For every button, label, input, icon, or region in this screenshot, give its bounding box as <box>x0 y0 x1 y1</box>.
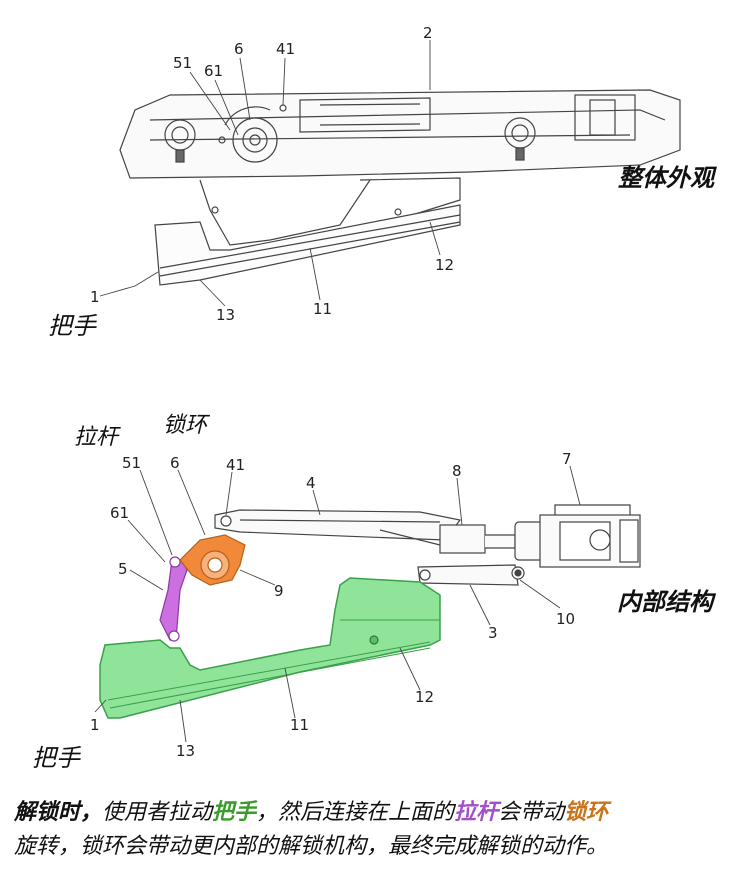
part-num-41-top: 41 <box>276 40 295 58</box>
part-num-6-top: 6 <box>234 40 244 58</box>
bottom-view-title: 内部结构 <box>617 588 717 616</box>
part-num-11-top: 11 <box>313 300 332 318</box>
top-handle-label: 把手 <box>48 312 98 340</box>
lever-4 <box>214 509 471 551</box>
part-num-12-bottom: 12 <box>415 688 434 706</box>
lock-ring-6 <box>179 534 246 586</box>
caption-line-2: 旋转，锁环会带动更内部的解锁机构，最终完成解锁的动作。 <box>14 834 609 859</box>
housing-2 <box>119 89 681 179</box>
part-num-3-bottom: 3 <box>488 624 498 642</box>
link-3 <box>417 564 525 586</box>
bottom-view <box>94 465 641 743</box>
top-view-title: 整体外观 <box>618 164 717 192</box>
part-num-1-bottom: 1 <box>90 716 100 734</box>
caption-text-3: 会带动 <box>498 800 565 825</box>
part-num-11-bottom: 11 <box>290 716 309 734</box>
part-num-7-bottom: 7 <box>562 450 572 468</box>
caption-lead: 解锁时， <box>14 800 103 825</box>
part-num-13-bottom: 13 <box>176 742 195 760</box>
part-num-6-bottom: 6 <box>170 454 180 472</box>
block-8 <box>439 524 516 554</box>
part-num-13-top: 13 <box>216 306 235 324</box>
caption-text-1: 使用者拉动 <box>102 800 213 825</box>
part-num-41-bottom: 41 <box>226 456 245 474</box>
caption-line-1: 解锁时，使用者拉动把手，然后连接在上面的拉杆会带动锁环 <box>14 796 738 829</box>
part-num-8-bottom: 8 <box>452 462 462 480</box>
caption-ring: 锁环 <box>564 800 609 825</box>
actuator-7 <box>514 504 641 568</box>
part-num-2-top: 2 <box>423 24 433 42</box>
handle-assembly-top <box>154 177 461 286</box>
top-part-numbers: 2 6 41 51 61 1 13 11 12 <box>90 24 454 324</box>
top-leader-lines <box>99 40 441 307</box>
part-num-9-bottom: 9 <box>274 582 284 600</box>
part-num-51-top: 51 <box>173 54 192 72</box>
handle-green <box>99 577 441 719</box>
part-num-61-top: 61 <box>204 62 223 80</box>
part-num-5-bottom: 5 <box>118 560 128 578</box>
part-num-61-bottom: 61 <box>110 504 129 522</box>
caption-handle: 把手 <box>212 800 257 825</box>
pull-rod-label: 拉杆 <box>74 425 121 450</box>
bottom-part-numbers: 51 6 41 4 8 7 61 5 9 3 10 12 1 11 13 <box>90 450 575 760</box>
lock-ring-label: 锁环 <box>163 413 211 438</box>
top-view <box>99 40 681 307</box>
caption-rod: 拉杆 <box>454 800 499 825</box>
part-num-4-bottom: 4 <box>306 474 316 492</box>
caption-text-2: ，然后连接在上面的 <box>256 800 455 825</box>
bottom-leader-lines <box>94 465 581 743</box>
bottom-handle-label: 把手 <box>32 744 82 772</box>
part-num-1-top: 1 <box>90 288 100 306</box>
part-num-10-bottom: 10 <box>556 610 575 628</box>
pull-rod-5 <box>159 559 188 641</box>
part-num-51-bottom: 51 <box>122 454 141 472</box>
part-num-12-top: 12 <box>435 256 454 274</box>
